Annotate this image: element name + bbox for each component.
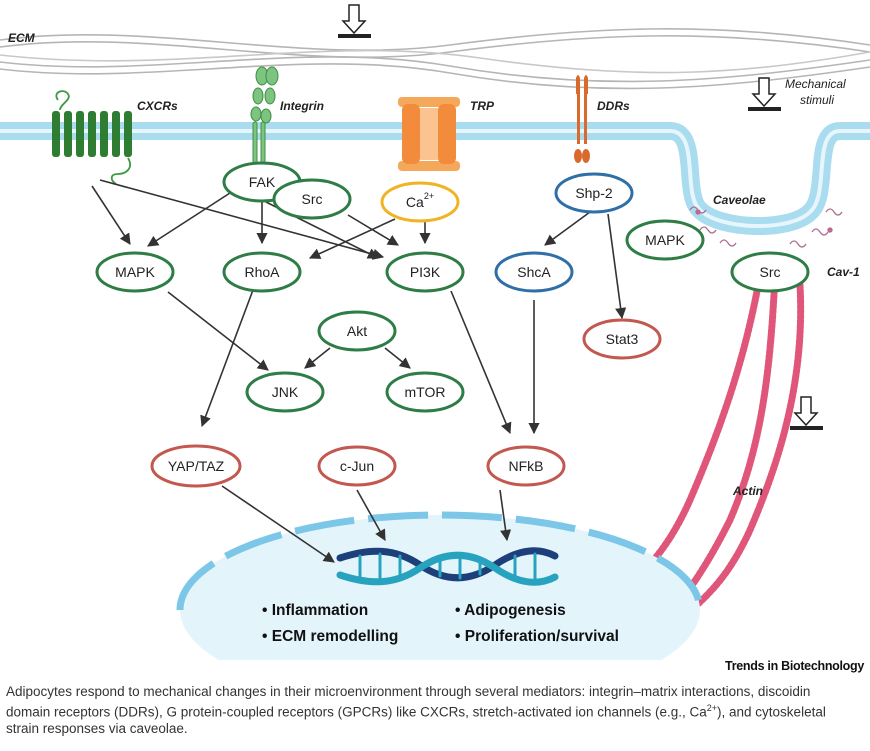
ddr-receptor-icon bbox=[574, 75, 590, 163]
svg-text:NFkB: NFkB bbox=[509, 458, 544, 474]
svg-text:Shp-2: Shp-2 bbox=[575, 185, 613, 201]
node-mapk: MAPK bbox=[95, 251, 175, 293]
figure-caption: Adipocytes respond to mechanical changes… bbox=[6, 684, 826, 736]
actin-label: Actin bbox=[732, 484, 763, 498]
integrin-icon bbox=[250, 66, 279, 165]
cav1-label: Cav-1 bbox=[827, 265, 860, 279]
cxcrs-label: CXCRs bbox=[137, 99, 178, 113]
cxcr-receptor-icon bbox=[52, 90, 132, 185]
mechanical-stimulus-icon-top bbox=[338, 4, 371, 38]
svg-text:mTOR: mTOR bbox=[405, 384, 446, 400]
svg-text:JNK: JNK bbox=[272, 384, 299, 400]
outcome-item: • ECM remodelling bbox=[262, 628, 398, 645]
svg-text:MAPK: MAPK bbox=[645, 232, 685, 248]
node-nfkb: NFkB bbox=[486, 445, 566, 487]
signaling-arrows bbox=[91, 179, 627, 563]
outcome-item: • Inflammation bbox=[262, 602, 368, 619]
svg-text:c-Jun: c-Jun bbox=[340, 458, 374, 474]
nucleus bbox=[176, 511, 704, 705]
svg-text:PI3K: PI3K bbox=[410, 264, 441, 280]
svg-text:Src: Src bbox=[302, 191, 323, 207]
trp-channel-icon bbox=[398, 97, 460, 171]
outcome-item: • Proliferation/survival bbox=[455, 628, 619, 645]
node-shca: ShcA bbox=[494, 251, 574, 293]
mechanical-stimulus-icon-actin bbox=[790, 396, 823, 430]
node-pi3k: PI3K bbox=[385, 251, 465, 293]
node-src-caveolae: Src bbox=[730, 251, 810, 293]
mechanical-stimulus-icon-membrane bbox=[748, 77, 781, 111]
svg-text:RhoA: RhoA bbox=[244, 264, 280, 280]
node-c-jun: c-Jun bbox=[317, 445, 397, 487]
journal-name: Trends in Biotechnology bbox=[725, 659, 864, 673]
integrin-label: Integrin bbox=[280, 99, 324, 113]
mechanical-stimuli-label-2: stimuli bbox=[800, 93, 834, 107]
svg-text:Stat3: Stat3 bbox=[606, 331, 639, 347]
ecm-fibres bbox=[0, 28, 870, 90]
node-calcium: Ca2+ bbox=[380, 181, 460, 223]
svg-text:ShcA: ShcA bbox=[517, 264, 551, 280]
trp-label: TRP bbox=[470, 99, 495, 113]
dna-helix-icon bbox=[336, 547, 559, 586]
svg-text:Ca2+: Ca2+ bbox=[406, 191, 434, 210]
svg-text:Src: Src bbox=[760, 264, 781, 280]
outcomes-list: • Inflammation • ECM remodelling • Adipo… bbox=[262, 602, 619, 645]
ddrs-label: DDRs bbox=[597, 99, 630, 113]
outcome-item: • Adipogenesis bbox=[455, 602, 566, 619]
node-shp2: Shp-2 bbox=[554, 172, 634, 214]
caveolae-label: Caveolae bbox=[713, 193, 766, 207]
node-akt: Akt bbox=[317, 310, 397, 352]
node-src: Src bbox=[272, 178, 352, 220]
node-yap-taz: YAP/TAZ bbox=[150, 444, 242, 488]
node-stat3: Stat3 bbox=[582, 318, 662, 360]
mechanical-stimuli-label-1: Mechanical bbox=[785, 77, 846, 91]
plasma-membrane bbox=[0, 122, 870, 235]
ecm-label: ECM bbox=[8, 31, 36, 45]
svg-text:FAK: FAK bbox=[249, 174, 276, 190]
node-jnk: JNK bbox=[245, 371, 325, 413]
svg-text:Akt: Akt bbox=[347, 323, 367, 339]
cav1-proteins bbox=[689, 206, 843, 248]
node-mtor: mTOR bbox=[385, 371, 465, 413]
node-mapk-caveolae: MAPK bbox=[625, 219, 705, 261]
svg-text:MAPK: MAPK bbox=[115, 264, 155, 280]
svg-text:YAP/TAZ: YAP/TAZ bbox=[168, 458, 225, 474]
pathway-diagram: ECM Caveolae Cav-1 Mechanical stimuli Ac… bbox=[0, 4, 870, 705]
node-rhoa: RhoA bbox=[222, 251, 302, 293]
